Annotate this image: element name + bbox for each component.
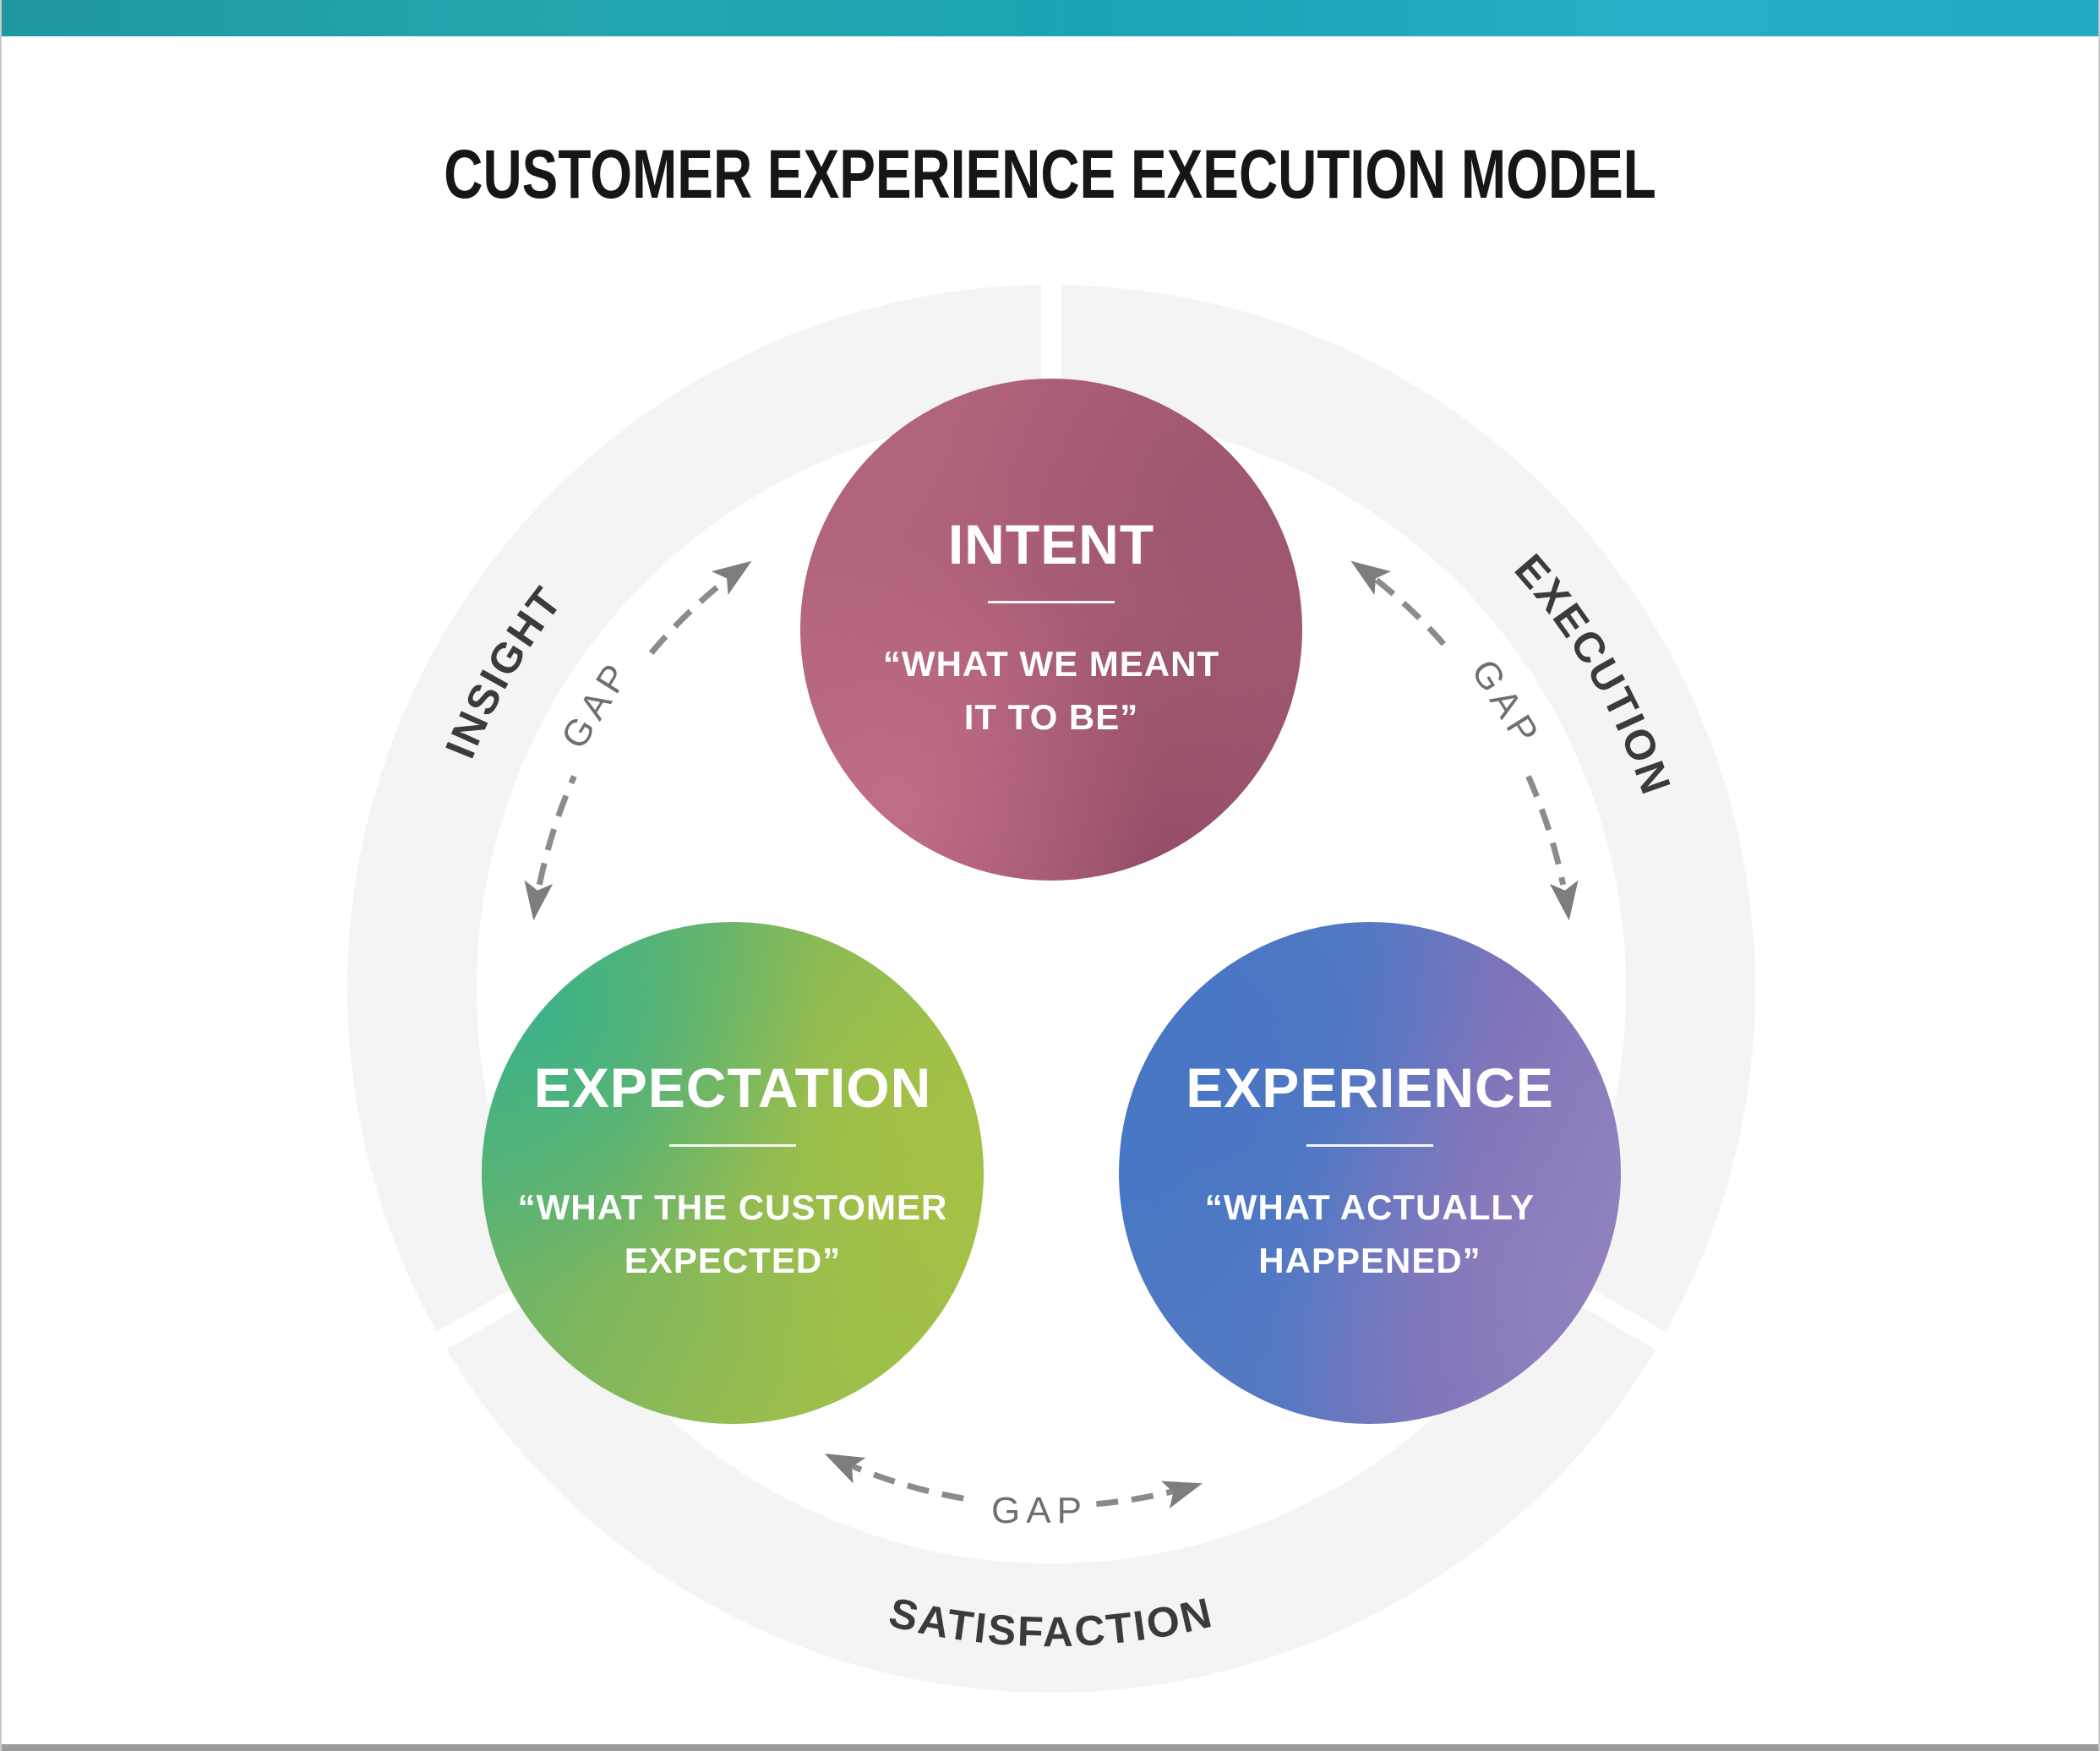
node-intent-quote-line2: IT TO BE” [963, 696, 1139, 737]
node-expectation-quote-line1: “WHAT THE CUSTOMER [517, 1186, 948, 1227]
node-expectation-quote-line2: EXPECTED” [624, 1240, 842, 1280]
node-intent-quote: “WHAT WE MEANT IT TO BE” [883, 637, 1219, 744]
node-experience: EXPERIENCE “WHAT ACTUALLY HAPPENED” [1119, 922, 1621, 1424]
node-expectation: EXPECTATION “WHAT THE CUSTOMER EXPECTED” [482, 922, 984, 1424]
gap-arc-right-lower [1525, 775, 1567, 886]
gap-arc-right-upper [1374, 577, 1454, 655]
node-expectation-quote: “WHAT THE CUSTOMER EXPECTED” [518, 1181, 948, 1287]
arrowhead-to-experience-right [1549, 880, 1579, 921]
node-expectation-title: EXPECTATION [533, 1056, 932, 1119]
title-row: CUSTOMER EXPERIENCE EXECUTION MODEL [2, 135, 2098, 215]
node-experience-divider [1306, 1143, 1433, 1147]
arrowhead-to-experience-bottom [1160, 1481, 1203, 1509]
gap-arc-left-lower [536, 775, 577, 886]
page-title: CUSTOMER EXPERIENCE EXECUTION MODEL [444, 136, 1656, 213]
top-accent-bar [2, 0, 2098, 36]
bottom-edge-bar [2, 1744, 2098, 1751]
arrowhead-to-expectation-left [524, 880, 554, 921]
node-intent: INTENT “WHAT WE MEANT IT TO BE” [800, 379, 1302, 881]
gap-label-bottom: GAP [991, 1490, 1088, 1531]
arrowhead-to-intent-left [712, 560, 752, 596]
gap-arc-bottom-left [839, 1458, 971, 1503]
node-intent-quote-line1: “WHAT WE MEANT [882, 643, 1220, 684]
node-intent-title: INTENT [947, 512, 1155, 575]
node-experience-quote-line2: HAPPENED” [1258, 1240, 1481, 1280]
arrowhead-to-intent-right [1350, 560, 1391, 596]
gap-arc-left-upper [648, 577, 728, 655]
node-experience-title: EXPERIENCE [1186, 1056, 1554, 1119]
node-experience-quote-line1: “WHAT ACTUALLY [1204, 1186, 1535, 1227]
node-experience-quote: “WHAT ACTUALLY HAPPENED” [1205, 1181, 1535, 1287]
arrowhead-to-expectation-bottom [824, 1454, 866, 1484]
node-expectation-divider [669, 1143, 796, 1147]
node-intent-divider [988, 600, 1115, 603]
